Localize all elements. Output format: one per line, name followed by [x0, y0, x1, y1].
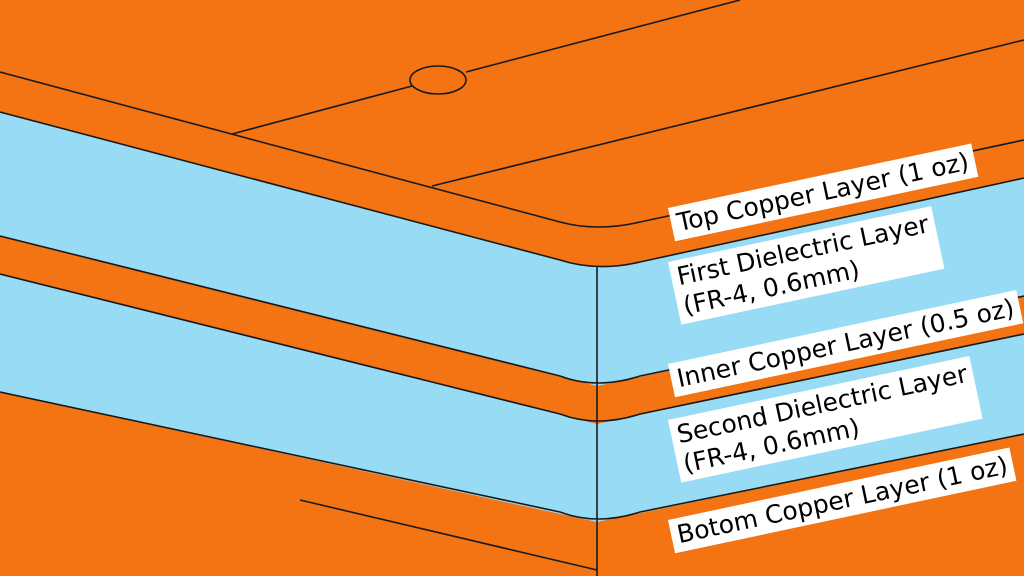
copper-trace-left: [231, 85, 413, 135]
copper-trace-right: [465, 0, 741, 73]
bottom-copper-bottom-line: [299, 499, 598, 571]
second-dielectric-bottom-line: [0, 391, 1024, 520]
second-dielectric-front: [0, 272, 597, 522]
top-bottom-edge-line: [0, 111, 1024, 268]
copper-trace-long: [431, 39, 1024, 187]
inner-copper-bottom-line: [0, 273, 1024, 422]
inner-copper-front: [0, 234, 597, 424]
bottom-copper-front: [0, 390, 597, 576]
first-dielectric-front: [0, 112, 597, 386]
first-dielectric-bottom-line: [0, 235, 1024, 384]
top-front-edge-line: [0, 71, 1024, 228]
top-copper-surface: [0, 0, 1024, 234]
via-pad: [409, 65, 467, 95]
